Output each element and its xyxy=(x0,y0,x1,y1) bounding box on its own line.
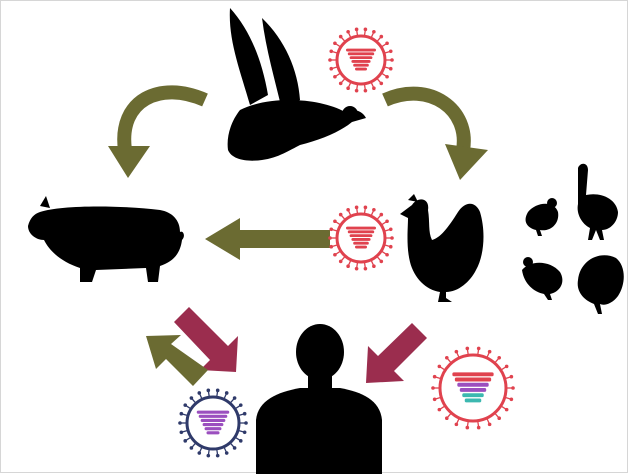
virus-icon xyxy=(328,27,394,93)
arrow-chicken-to-human xyxy=(366,323,427,383)
quail-icon xyxy=(522,257,563,300)
virus-icon xyxy=(328,205,394,271)
arrow-duck-to-pig xyxy=(108,85,208,178)
quail-icon xyxy=(525,198,559,236)
arrow-human-to-pig xyxy=(146,335,208,386)
turkey-icon xyxy=(577,255,624,314)
arrow-chicken-to-pig xyxy=(205,218,330,260)
chicken-icon xyxy=(400,194,484,302)
human-icon xyxy=(256,324,382,474)
ostrich-icon xyxy=(577,163,618,240)
pig-icon xyxy=(28,196,184,282)
virus-icon xyxy=(178,388,248,458)
arrow-duck-to-chicken xyxy=(382,86,488,180)
virus-icon xyxy=(431,346,515,430)
duck-icon xyxy=(227,8,366,161)
arrow-pig-to-human xyxy=(174,307,238,372)
